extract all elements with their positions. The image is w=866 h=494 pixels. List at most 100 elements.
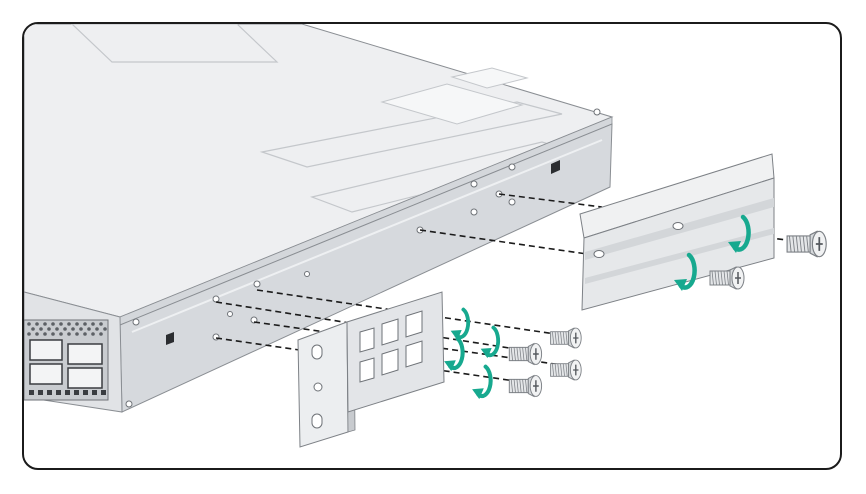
- vent-hole: [63, 327, 67, 331]
- vent-hole: [71, 327, 75, 331]
- screw-thread: [717, 270, 720, 286]
- clockwise-rotation-arrow-icon: [728, 214, 751, 253]
- arrow-head: [450, 329, 462, 341]
- arrow-head: [480, 347, 492, 359]
- screw-thread: [560, 331, 563, 345]
- rear-slide-rail: [579, 153, 775, 311]
- arrow-arc: [454, 307, 471, 340]
- port-led-row: [29, 390, 106, 395]
- vent-hole: [83, 322, 87, 326]
- screw-thread: [554, 363, 557, 377]
- arrow-head: [674, 279, 687, 291]
- rail-body: [581, 177, 775, 311]
- side-mounting-hole: [508, 198, 516, 206]
- diagram-frame: [22, 22, 842, 470]
- vent-hole: [103, 327, 107, 331]
- side-mounting-hole: [470, 208, 478, 216]
- vent-hole: [43, 322, 47, 326]
- clockwise-rotation-arrow-icon: [674, 252, 697, 291]
- vent-hole: [99, 332, 103, 336]
- rotation-arrow-group: [444, 214, 751, 400]
- bracket-ear-hole: [313, 382, 323, 392]
- phillips-recess-icon: [735, 272, 741, 284]
- screw-thread: [522, 347, 525, 361]
- arrow-arc: [732, 214, 751, 252]
- phillips-recess-icon: [533, 348, 539, 360]
- arrow-arc: [678, 252, 697, 290]
- arrow-arc: [448, 336, 465, 370]
- clockwise-rotation-arrow-icon: [480, 325, 501, 359]
- side-mounting-hole: [304, 271, 310, 277]
- screw-thread: [519, 347, 522, 361]
- screw-thread: [557, 363, 560, 377]
- qsfp-port: [29, 363, 63, 385]
- countersunk-screw: [550, 327, 582, 349]
- screw-thread: [720, 270, 723, 286]
- countersunk-screw: [508, 374, 543, 398]
- diagram-canvas: [24, 24, 827, 448]
- vent-hole: [51, 322, 55, 326]
- front-vent-grille: [27, 322, 107, 336]
- switch-chassis: [24, 24, 614, 413]
- screw-thread: [516, 379, 519, 393]
- vent-hole: [55, 327, 59, 331]
- guide-line: [498, 193, 603, 208]
- bracket-ear: [297, 321, 349, 448]
- screw-thread: [552, 331, 555, 345]
- screw-thread: [565, 331, 568, 345]
- screw-thread: [723, 270, 726, 286]
- port-led: [29, 390, 34, 395]
- arrow-head: [444, 360, 456, 372]
- bracket-cutout: [359, 357, 375, 383]
- screw-thread: [799, 235, 802, 253]
- screw-thread: [726, 270, 729, 286]
- front-port-block: [24, 319, 109, 401]
- screw-thread: [525, 379, 528, 393]
- port-led: [47, 390, 52, 395]
- rail-screw-slot: [672, 222, 684, 230]
- vent-hole: [27, 332, 31, 336]
- front-mounting-bracket: [297, 291, 445, 448]
- screw-thread: [510, 379, 514, 393]
- vent-hole: [95, 327, 99, 331]
- top-panel-recess: [259, 101, 563, 168]
- vent-hole: [91, 322, 95, 326]
- vent-hole: [91, 332, 95, 336]
- arrow-head: [728, 241, 741, 253]
- guide-line: [419, 229, 588, 255]
- vent-hole: [79, 327, 83, 331]
- port-led: [83, 390, 88, 395]
- rail-rib: [585, 228, 774, 284]
- arrow-arc: [484, 325, 501, 358]
- arrow-head: [472, 388, 484, 400]
- bracket-cutout: [381, 348, 399, 376]
- screw-thread: [513, 379, 516, 393]
- screw-thread: [714, 270, 717, 286]
- corner-screw-hole: [132, 318, 140, 326]
- port-led: [92, 390, 97, 395]
- vent-hole: [47, 327, 51, 331]
- vent-hole: [67, 322, 71, 326]
- qsfp-port: [67, 367, 103, 389]
- arrow-arc: [476, 364, 493, 398]
- corner-screw-hole: [593, 108, 601, 116]
- screw-thread: [792, 235, 796, 253]
- vent-hole: [35, 332, 39, 336]
- vent-hole: [83, 332, 87, 336]
- side-vent-slot: [166, 332, 174, 345]
- side-vent-slot: [551, 160, 560, 174]
- screw-thread: [557, 331, 560, 345]
- chassis-side-rim: [131, 139, 603, 333]
- screw-thread: [806, 235, 809, 253]
- bracket-cutout: [381, 318, 399, 346]
- screw-thread: [513, 347, 516, 361]
- side-mounting-hole: [212, 295, 220, 303]
- screw-thread: [711, 270, 714, 286]
- screw-thread: [525, 347, 528, 361]
- port-led: [56, 390, 61, 395]
- port-led: [38, 390, 43, 395]
- screw-group: [508, 230, 827, 398]
- top-label-plate: [380, 83, 524, 125]
- phillips-recess-icon: [815, 237, 823, 251]
- rail-screw-slot: [593, 250, 605, 258]
